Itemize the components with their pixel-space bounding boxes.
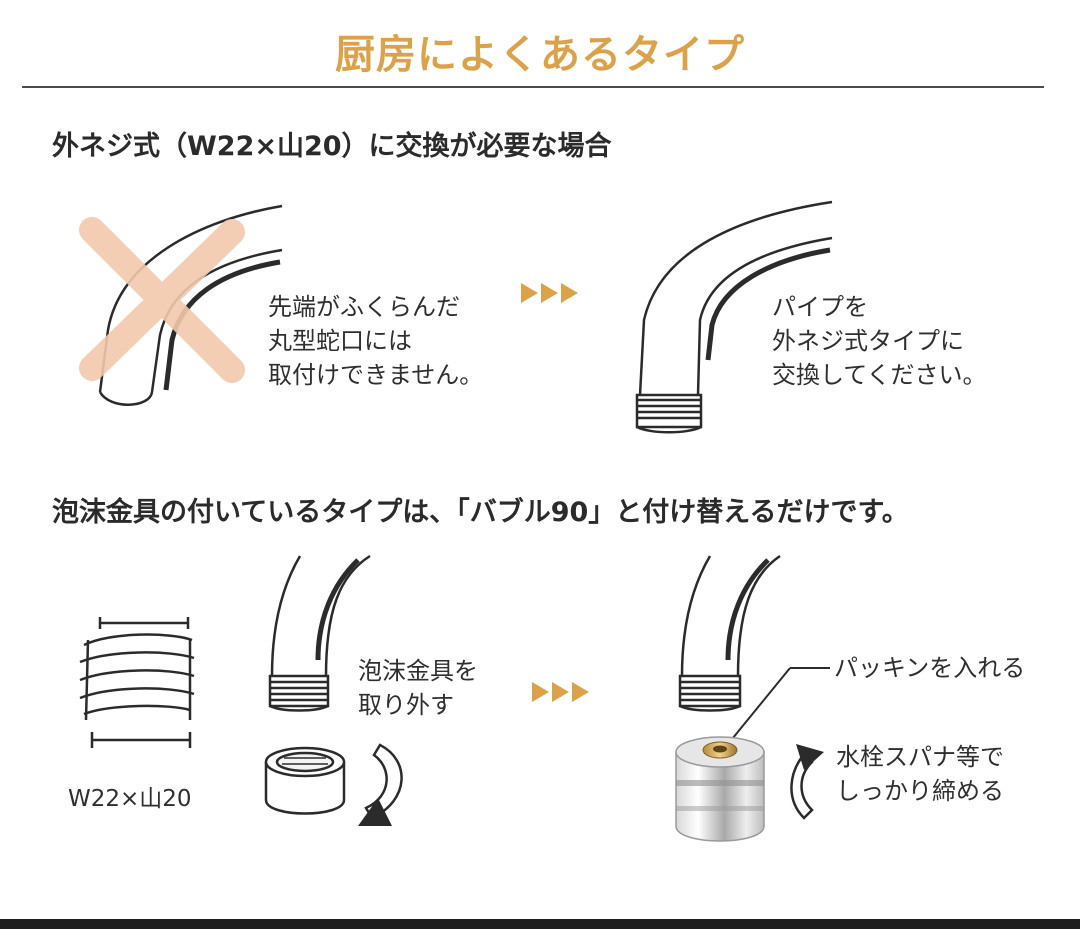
bottom-border [0, 919, 1080, 929]
caption-line: 水栓スパナ等で [836, 743, 1004, 771]
thread-spec-label: W22×山20 [68, 786, 192, 812]
title-divider [22, 86, 1044, 88]
section1-heading: 外ネジ式（W22×山20）に交換が必要な場合 [52, 131, 612, 162]
caption-line: しっかり締める [836, 777, 1004, 805]
thread-diagram-icon [79, 617, 195, 748]
caption-line: パイプを [772, 293, 868, 321]
packing-leader-line [727, 667, 830, 745]
caption-replace-pipe: パイプを 外ネジ式タイプに 交換してください。 [772, 290, 987, 392]
caption-round-faucet: 先端がふくらんだ 丸型蛇口には 取付けできません。 [268, 290, 483, 392]
caption-line: 取り外す [358, 691, 454, 719]
caption-line: 先端がふくらんだ [268, 293, 460, 321]
caption-line: 取付けできません。 [268, 361, 484, 389]
caption-line: 泡沫金具を [358, 657, 478, 685]
tighten-rotation-arrow-icon [790, 744, 824, 820]
caption-line: 外ネジ式タイプに [772, 327, 964, 355]
outer-thread-faucet-icon [635, 200, 833, 434]
round-faucet-icon [98, 204, 283, 406]
faucet-thread-right-icon [678, 554, 781, 712]
prohibited-cross-icon [79, 217, 245, 383]
section2-heading: 泡沫金具の付いているタイプは、「バブル90」と付け替えるだけです。 [52, 497, 909, 528]
caption-remove-aerator: 泡沫金具を 取り外す [358, 654, 478, 722]
caption-line: 交換してください。 [772, 361, 987, 389]
aerator-ring-icon [264, 746, 346, 815]
page-title: 厨房によくあるタイプ [335, 32, 745, 78]
loosen-rotation-arrow-icon [358, 743, 403, 826]
faucet-with-aerator-icon [268, 554, 371, 712]
caption-tighten: 水栓スパナ等で しっかり締める [836, 740, 1004, 808]
packing-label: パッキンを入れる [834, 654, 1026, 682]
bubble90-aerator-icon [675, 736, 765, 842]
triple-arrow-icon [521, 283, 578, 303]
triple-arrow-icon-2 [532, 682, 589, 702]
caption-line: 丸型蛇口には [268, 327, 412, 355]
